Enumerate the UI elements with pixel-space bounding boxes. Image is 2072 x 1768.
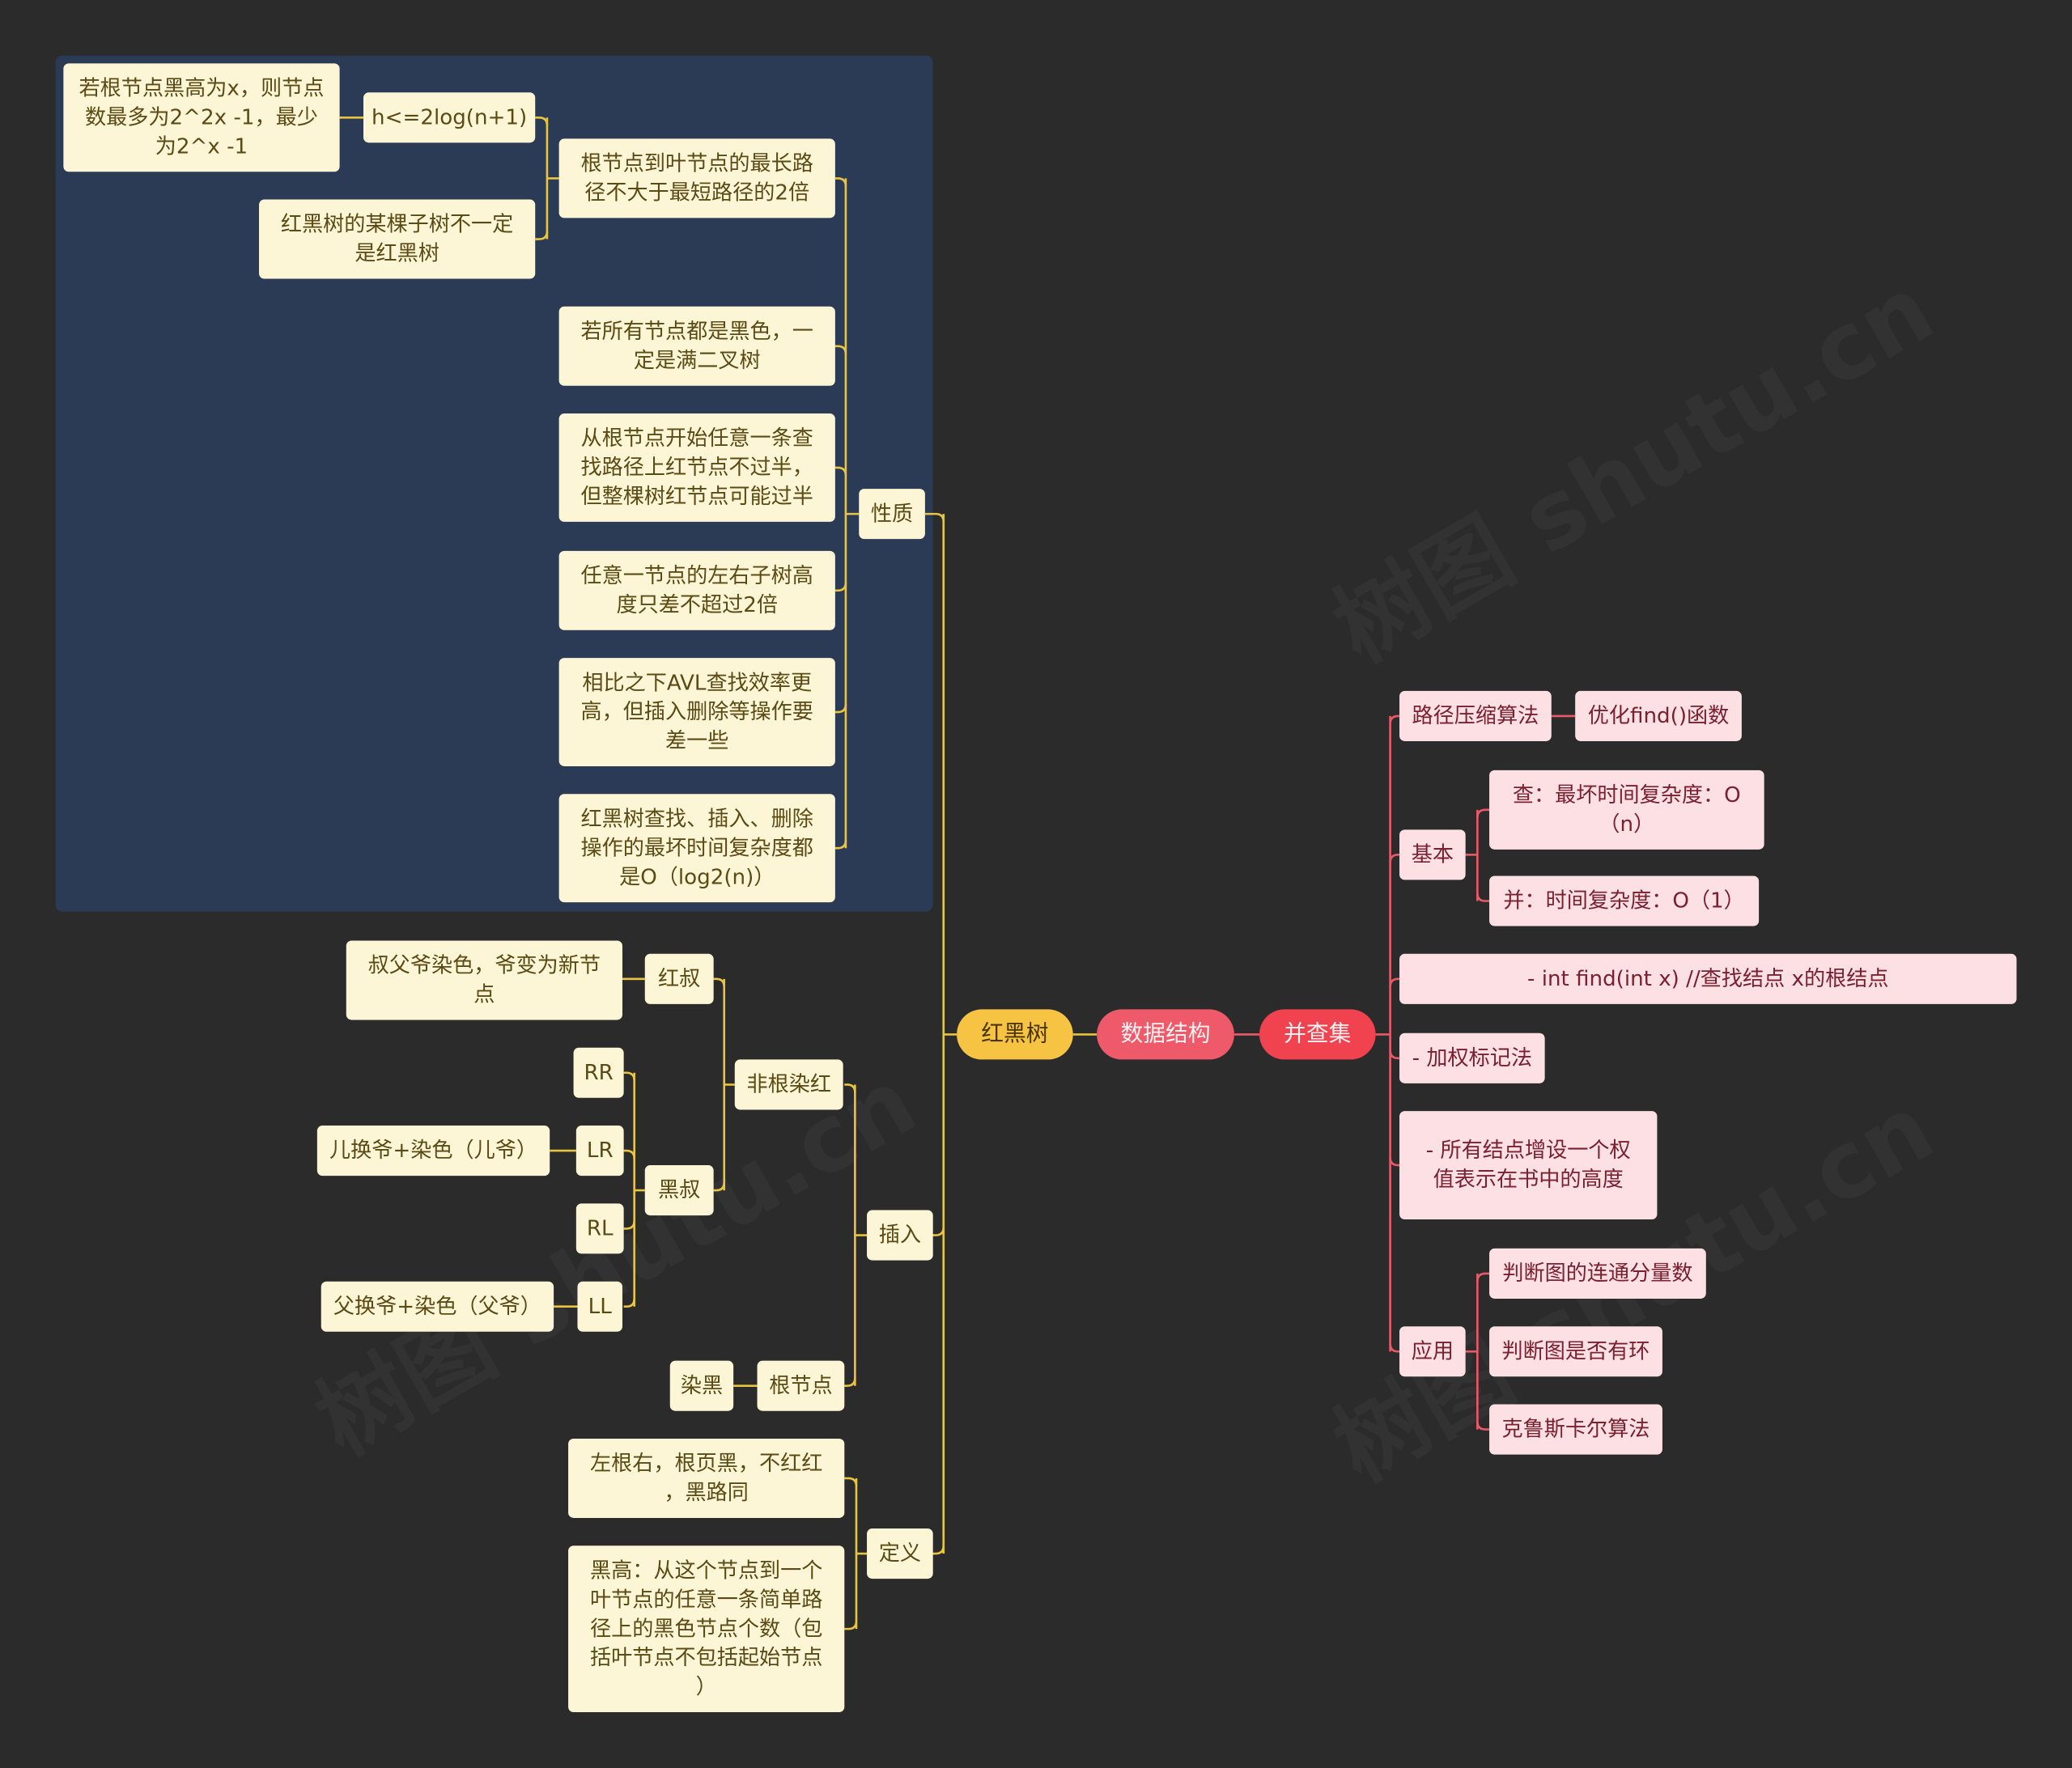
insert-connector-branch-1 [844, 1377, 856, 1388]
lr-case-node[interactable]: LR [575, 1126, 624, 1177]
find-complexity-node[interactable]: 查：最坏时间复杂度：O （n） [1489, 770, 1764, 850]
property-all-black[interactable]: 若所有节点都是黑色，一 定是满二叉树 [558, 306, 835, 386]
uf-main-connector-branch-1 [1389, 854, 1400, 863]
properties-node[interactable]: 性质 [859, 489, 925, 540]
black-height-node[interactable]: 黑高：从这个节点到一个 叶节点的任意一条简单路 径上的黑色节点个数（包 括叶节点… [568, 1545, 845, 1712]
path-length-connector-branch-0 [535, 117, 549, 126]
property-path-length[interactable]: 根节点到叶节点的最长路 径不大于最短路径的2倍 [558, 138, 835, 218]
non-root-red-node[interactable]: 非根染红 [734, 1059, 843, 1110]
uf-main-connector-branch-3 [1389, 1049, 1400, 1060]
application-node[interactable]: 应用 [1399, 1326, 1466, 1377]
properties-connector-branch-1 [834, 345, 847, 354]
black-uncle-connector-branch-3 [623, 1298, 636, 1308]
uf-main-connector-branch-2 [1389, 977, 1400, 987]
definition-summary-node[interactable]: 左根右，根页黑，不红红 ，黑路同 [568, 1439, 845, 1518]
black-uncle-connector-branch-1 [623, 1149, 636, 1159]
insert-connector-branch-0 [844, 1083, 856, 1093]
rbt-main-connector-branch-0 [924, 512, 945, 522]
weighted-union-node[interactable]: - 加权标记法 [1399, 1032, 1545, 1083]
rr-case-node[interactable]: RR [573, 1047, 624, 1098]
properties-connector-branch-2 [834, 466, 847, 476]
app-cycle-detection[interactable]: 判断图是否有环 [1489, 1326, 1662, 1377]
union-find-node[interactable]: 并查集 [1259, 1009, 1376, 1060]
property-subtree-height[interactable]: 任意一节点的左右子树高 度只差不超过2倍 [558, 550, 835, 630]
path-compression-node[interactable]: 路径压缩算法 [1399, 690, 1552, 741]
root-black-action[interactable]: 染黑 [669, 1360, 734, 1411]
weight-note-node[interactable]: - 所有结点增设一个权 值表示在书中的高度 [1399, 1111, 1658, 1219]
app-kruskal[interactable]: 克鲁斯卡尔算法 [1489, 1404, 1662, 1455]
properties-connector-branch-0 [834, 177, 847, 187]
black-uncle-connector-branch-2 [623, 1220, 636, 1230]
rbt-main-connector-branch-1 [924, 1227, 945, 1236]
lr-action-node[interactable]: 儿换爷+染色（儿爷） [316, 1126, 550, 1177]
basic-connector-branch-1 [1476, 892, 1490, 902]
insert-node[interactable]: 插入 [867, 1210, 933, 1261]
rl-case-node[interactable]: RL [575, 1203, 624, 1254]
basic-connector-branch-0 [1476, 808, 1490, 818]
basic-node[interactable]: 基本 [1399, 829, 1466, 880]
path-length-connector-branch-1 [535, 231, 549, 240]
application-connector-branch-0 [1476, 1272, 1490, 1282]
black-uncle-connector-branch-0 [623, 1071, 636, 1081]
property-red-not-over-half[interactable]: 从根节点开始任意一条查 找路径上红节点不过半， 但整棵树红节点可能过半 [558, 413, 835, 522]
properties-connector-branch-4 [834, 704, 847, 714]
red-uncle-action-node[interactable]: 叔父爷染色，爷变为新节 点 [346, 940, 623, 1020]
non-root-connector-branch-1 [713, 1182, 726, 1192]
find-signature-node[interactable]: - int find(int x) //查找结点 x的根结点 [1399, 953, 2017, 1004]
uf-main-connector-branch-0 [1389, 714, 1400, 724]
red-uncle-node[interactable]: 红叔 [644, 953, 714, 1004]
non-root-connector-branch-0 [713, 977, 726, 987]
node-count-node[interactable]: 若根节点黑高为x，则节点 数最多为2^2x -1，最少 为2^x -1 [63, 63, 340, 172]
data-structure-node[interactable]: 数据结构 [1097, 1009, 1234, 1060]
height-bound-node[interactable]: h<=2log(n+1) [363, 92, 536, 143]
property-avl-comparison[interactable]: 相比之下AVL查找效率更 高，但插入删除等操作要 差一些 [558, 658, 835, 766]
rbt-main-connector-branch-2 [924, 1545, 945, 1555]
properties-connector-branch-3 [834, 582, 847, 592]
definition-connector-branch-0 [844, 1477, 858, 1486]
definition-connector-branch-1 [844, 1621, 858, 1630]
uf-main-connector-branch-4 [1389, 1157, 1400, 1167]
root-node-case[interactable]: 根节点 [757, 1360, 845, 1411]
subtree-note-node[interactable]: 红黑树的某棵子树不一定 是红黑树 [259, 199, 536, 279]
definition-node[interactable]: 定义 [867, 1528, 933, 1579]
ll-action-node[interactable]: 父换爷+染色（父爷） [321, 1281, 554, 1332]
app-connected-components[interactable]: 判断图的连通分量数 [1489, 1248, 1706, 1299]
ll-case-node[interactable]: LL [577, 1281, 623, 1332]
uf-main-connector-branch-5 [1389, 1343, 1400, 1353]
application-connector-branch-1 [1476, 1421, 1490, 1431]
red-black-tree-node[interactable]: 红黑树 [957, 1009, 1073, 1060]
properties-connector-branch-5 [834, 840, 847, 850]
property-worst-complexity[interactable]: 红黑树查找、插入、删除 操作的最坏时间复杂度都 是O（log2(n)） [558, 794, 835, 903]
optimize-find-node[interactable]: 优化find()函数 [1575, 690, 1742, 741]
black-uncle-node[interactable]: 黑叔 [644, 1165, 714, 1216]
union-complexity-node[interactable]: 并：时间复杂度：O（1） [1489, 876, 1760, 926]
